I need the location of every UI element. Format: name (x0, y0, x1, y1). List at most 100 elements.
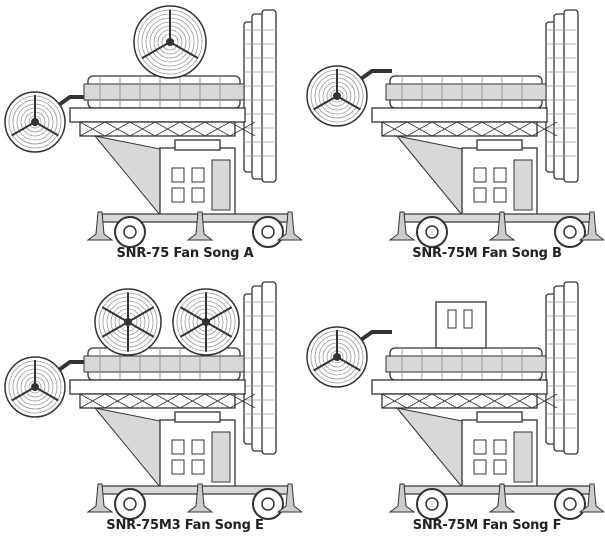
cab-door (513, 431, 533, 483)
cab-panel (171, 439, 185, 455)
wheel (554, 488, 586, 520)
side-dish-antenna-hub (31, 118, 39, 126)
cab-door (211, 159, 231, 211)
side-dish-antenna-hub (333, 353, 341, 361)
truss-brace (431, 393, 458, 409)
variant-panel-b: SNR-75M Fan Song B (302, 0, 604, 272)
vertical-antenna-plate (563, 281, 579, 455)
radar-drawing-b (306, 9, 604, 248)
antenna-band (385, 83, 547, 101)
side-dish-antenna-hub (31, 383, 39, 391)
cab-panel (171, 459, 185, 475)
truss-brace (229, 121, 256, 137)
truss-brace (179, 393, 206, 409)
truss-brace (531, 121, 558, 137)
top-dish-antenna-left-spoke (101, 306, 129, 323)
platform-truss (381, 393, 538, 409)
leveling-jack (86, 211, 114, 241)
platform-truss (381, 121, 538, 137)
cab-panel (191, 439, 205, 455)
leveling-jack (578, 211, 604, 241)
truss-brace (406, 121, 433, 137)
wheel-hub (563, 497, 577, 511)
vertical-antenna-plate (563, 9, 579, 183)
top-dish-antenna-left-spoke (127, 306, 155, 323)
cab-panel (191, 167, 205, 183)
side-dish-antenna-spoke (313, 95, 338, 111)
wheel-hub (425, 497, 439, 511)
leveling-jack (86, 483, 114, 513)
leveling-jack (488, 211, 516, 241)
antenna-band (385, 355, 547, 373)
truss-brace (406, 393, 433, 409)
wheel-hub (123, 225, 137, 239)
truss-brace (481, 393, 508, 409)
side-dish-antenna-spoke (336, 356, 361, 372)
truss-brace (104, 121, 131, 137)
platform-top (371, 107, 548, 123)
wheel-hub (261, 225, 275, 239)
cab-panel (493, 459, 507, 475)
optical-port (447, 309, 457, 329)
cab-panel (493, 167, 507, 183)
truss-brace (229, 393, 256, 409)
cab-roof (174, 411, 221, 423)
side-dish-antenna-spoke (34, 386, 59, 402)
leveling-jack (488, 483, 516, 513)
wheel-hub (123, 497, 137, 511)
platform-top (69, 379, 246, 395)
truss-brace (129, 121, 156, 137)
cab-door (513, 159, 533, 211)
truss-brace (104, 393, 131, 409)
optical-port (463, 309, 473, 329)
truss-brace (506, 393, 533, 409)
support-skirt (93, 407, 166, 489)
cab-panel (171, 167, 185, 183)
radar-drawing-f (306, 281, 604, 520)
variant-panel-e: SNR-75M3 Fan Song E (0, 272, 302, 544)
leveling-jack (388, 483, 416, 513)
support-skirt (395, 407, 468, 489)
cab-panel (493, 439, 507, 455)
antenna-band (83, 355, 245, 373)
top-dish-antenna-right-spoke (179, 306, 207, 323)
side-dish-antenna-spoke (336, 95, 361, 111)
variant-label-e: SNR-75M3 Fan Song E (106, 518, 264, 533)
top-dish-antenna-left-spoke (127, 321, 155, 338)
cab-roof (476, 139, 523, 151)
truss-brace (204, 393, 231, 409)
platform-truss (79, 121, 236, 137)
variant-label-a: SNR-75 Fan Song A (116, 246, 254, 261)
top-dish-antenna-spoke (169, 41, 199, 60)
truss-brace (381, 121, 408, 137)
cab-roof (174, 139, 221, 151)
truss-brace (381, 393, 408, 409)
leveling-jack (186, 483, 214, 513)
cab-panel (473, 439, 487, 455)
cab-panel (171, 187, 185, 203)
cab-panel (191, 187, 205, 203)
truss-brace (456, 393, 483, 409)
variant-panel-a: SNR-75 Fan Song A (0, 0, 302, 272)
truss-brace (506, 121, 533, 137)
leveling-jack (276, 483, 302, 513)
cab-panel (473, 187, 487, 203)
top-dish-antenna-spoke (141, 41, 171, 60)
wheel (416, 488, 448, 520)
cab-roof (476, 411, 523, 423)
platform-top (371, 379, 548, 395)
radar-drawing-e (4, 281, 302, 520)
side-dish-antenna-spoke (34, 121, 59, 137)
vertical-antenna-plate (261, 281, 277, 455)
support-skirt (93, 135, 166, 217)
top-dish-antenna-left-hub (124, 318, 132, 326)
top-dish-antenna-hub (166, 38, 174, 46)
top-dish-antenna-right-hub (202, 318, 210, 326)
truss-brace (179, 121, 206, 137)
cab-panel (473, 167, 487, 183)
cab-door (211, 431, 231, 483)
cab-panel (191, 459, 205, 475)
leveling-jack (186, 211, 214, 241)
truss-brace (129, 393, 156, 409)
side-dish-antenna-spoke (11, 386, 36, 402)
